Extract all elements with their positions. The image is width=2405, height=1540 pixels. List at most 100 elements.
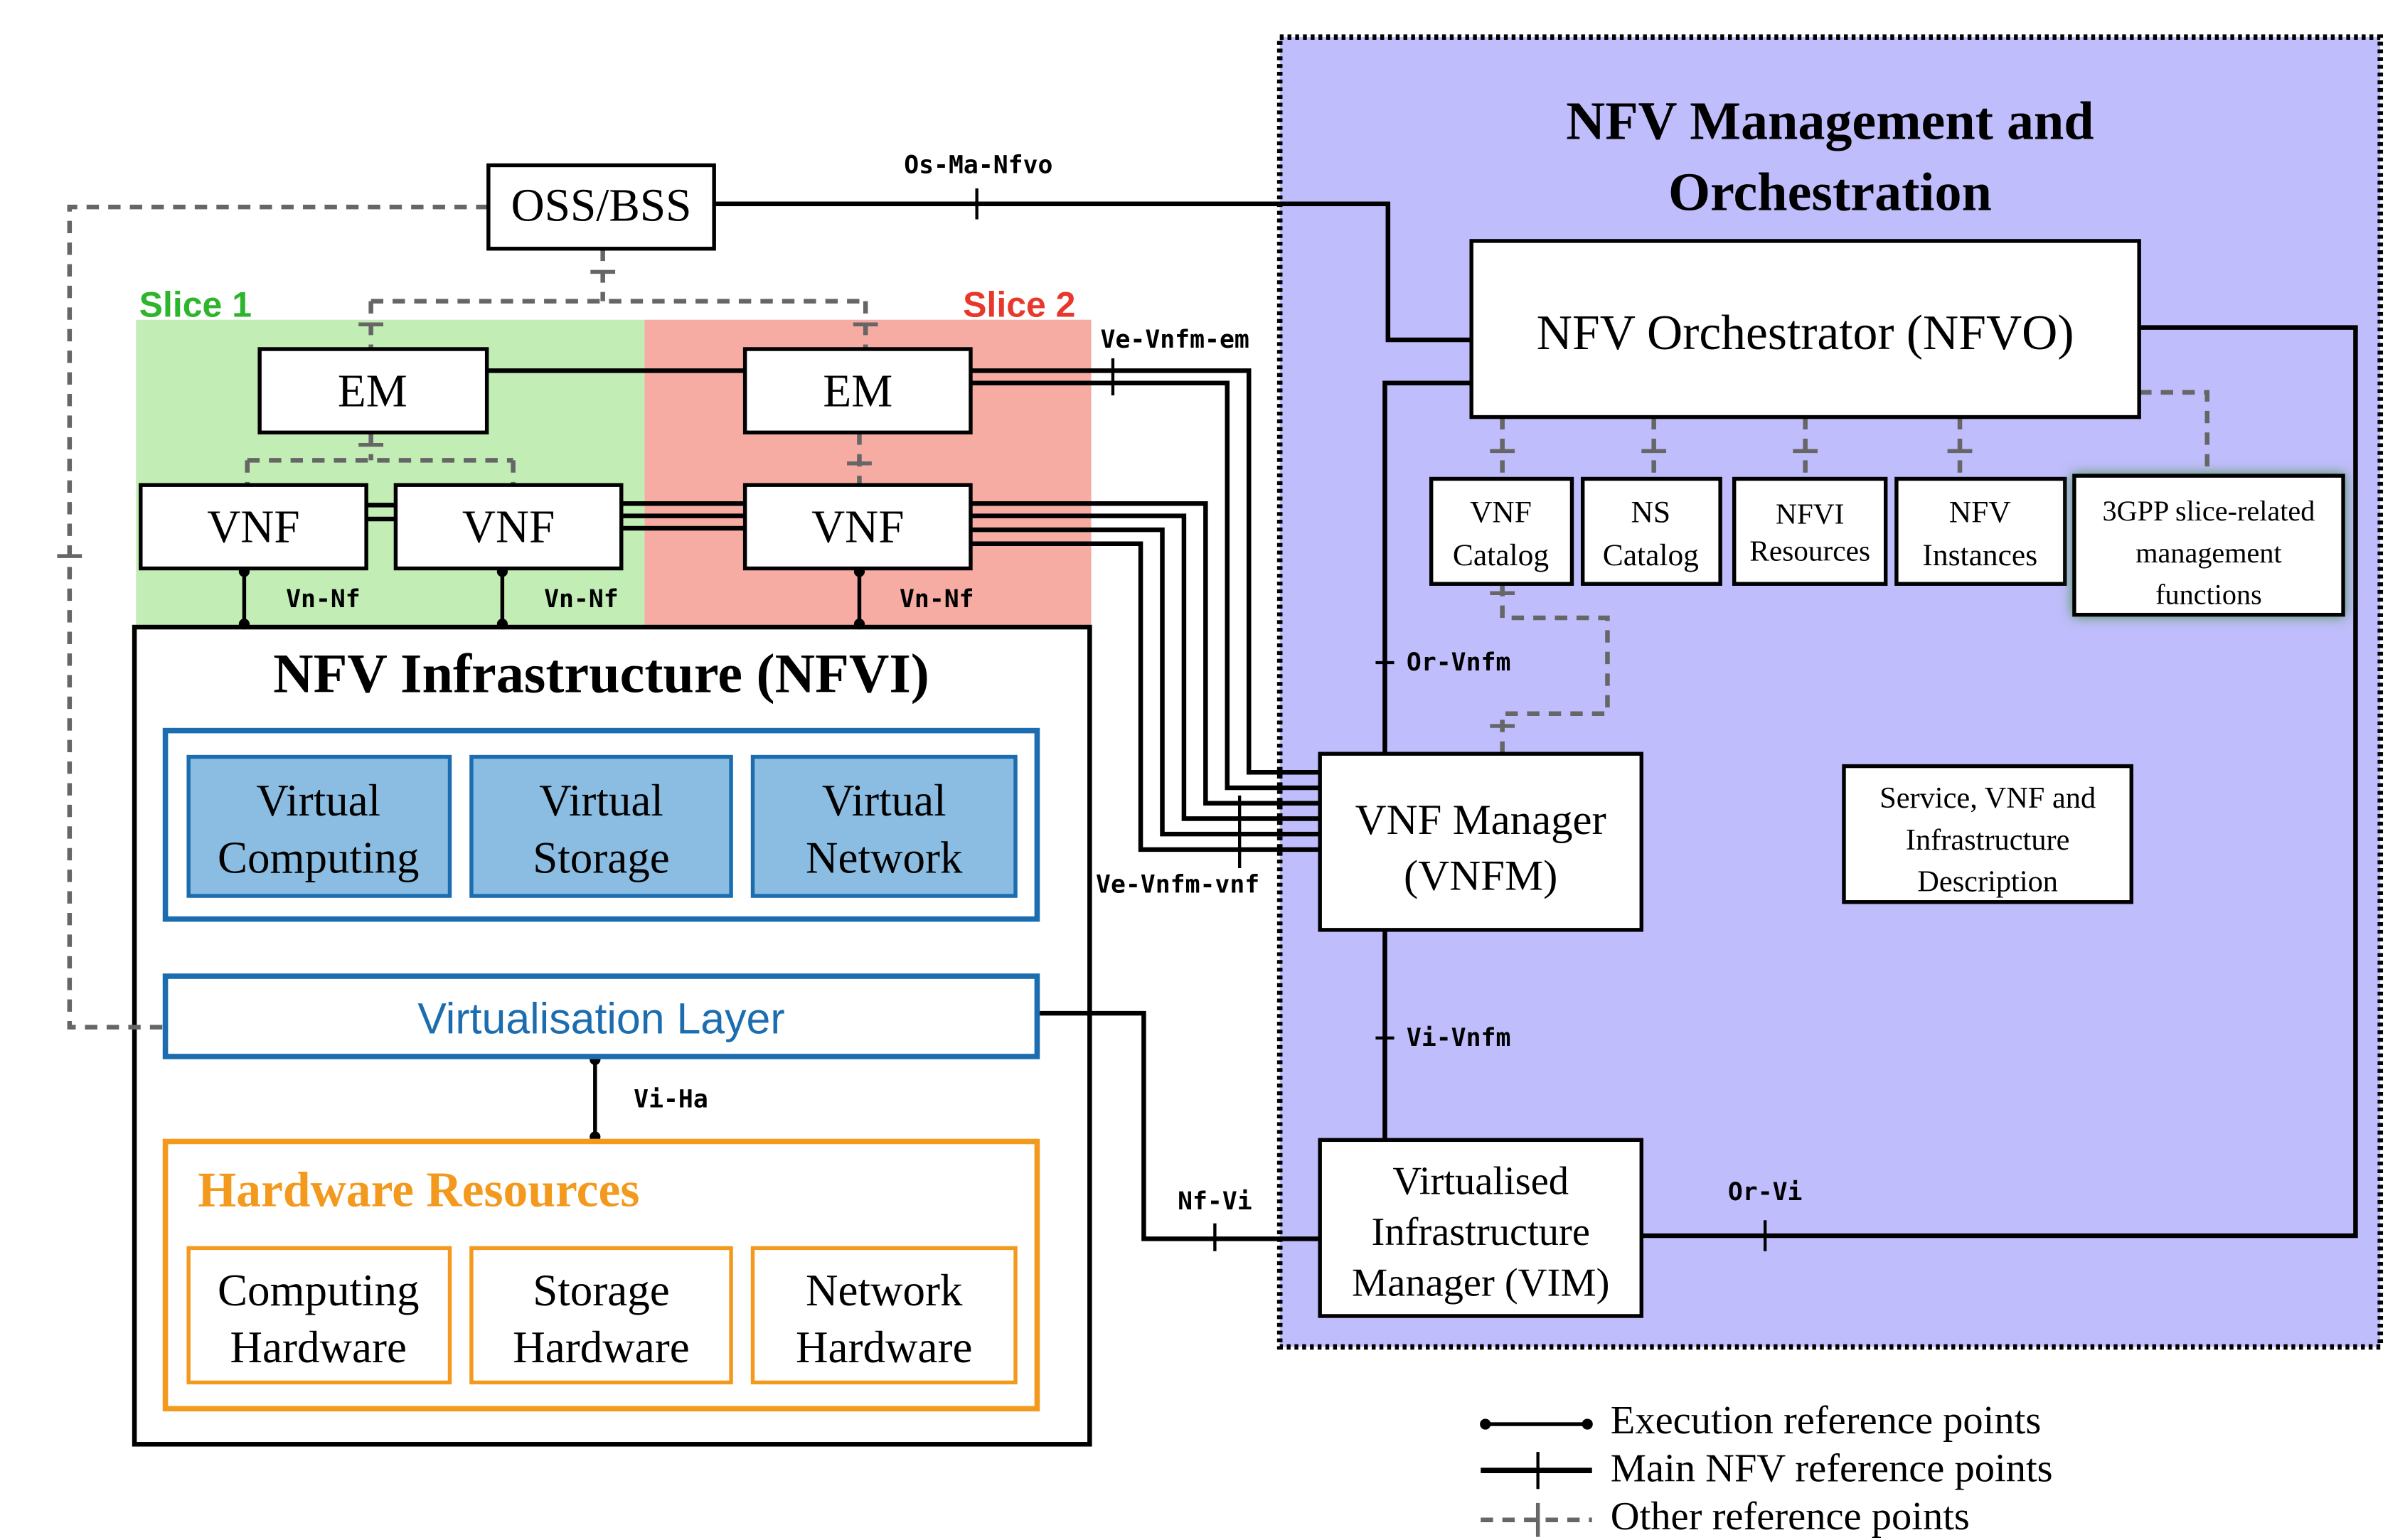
slice-management-label: 3GPP slice-related	[2103, 495, 2315, 527]
virtual-computing-box: Virtual Computing	[186, 754, 452, 898]
hardware-resources-title: Hardware Resources	[198, 1163, 639, 1218]
slice-2-label: Slice 2	[963, 284, 1075, 324]
nfvo-label: NFV Orchestrator (NFVO)	[1537, 306, 2074, 360]
vnf-catalog-label: Catalog	[1453, 538, 1549, 572]
em-label: EM	[338, 365, 407, 417]
oss-bss-label: OSS/BSS	[511, 181, 692, 232]
vi-ha-label: Vi-Ha	[634, 1086, 708, 1114]
vnf-label: VNF	[207, 502, 299, 553]
nfvi-resources-label: NFVI	[1776, 497, 1844, 530]
network-hardware-box: Network Hardware	[750, 1246, 1018, 1385]
legend-other-label: Other reference points	[1611, 1494, 1970, 1539]
vnf-box-slice-1-a: VNF	[139, 483, 368, 571]
virtualisation-layer-label: Virtualisation Layer	[417, 994, 784, 1042]
nf-vi-label: Nf-Vi	[1178, 1187, 1252, 1216]
main-reference-lines	[366, 188, 2358, 1251]
ns-catalog-label: Catalog	[1603, 538, 1699, 572]
vnf-box-slice-1-b: VNF	[393, 483, 624, 571]
nfvo-to-repositories-dashed-lines	[1500, 390, 2210, 479]
service-description-label: Infrastructure	[1906, 823, 2070, 857]
virtual-network-label: Network	[806, 833, 963, 882]
storage-hardware-box: Storage Hardware	[469, 1246, 733, 1385]
catalog-to-vnfm-dashed-line	[1500, 584, 1610, 754]
vim-label: Manager (VIM)	[1352, 1261, 1609, 1305]
vn-nf-dot	[853, 619, 865, 630]
virtual-storage-label: Storage	[533, 833, 669, 882]
legend-execution-item: Execution reference points	[1480, 1399, 2041, 1443]
ns-catalog-box: NS Catalog	[1580, 476, 1722, 586]
ve-vnfm-vnf-line-2	[970, 513, 1321, 821]
virtual-network-label: Virtual	[822, 776, 946, 825]
vn-nf-dot	[496, 619, 508, 630]
ve-vnfm-vnf-line-1	[970, 501, 1321, 806]
os-ma-nfvo-line	[714, 201, 1472, 343]
network-hardware-label: Network	[806, 1266, 963, 1315]
nfvi-title: NFV Infrastructure (NFVI)	[273, 642, 929, 704]
ns-catalog-label: NS	[1631, 495, 1671, 529]
vn-nf-label: Vn-Nf	[286, 585, 361, 614]
storage-hardware-label: Storage	[533, 1266, 669, 1315]
or-vnfm-line	[1382, 380, 1472, 754]
vnf-catalog-box: VNF Catalog	[1429, 476, 1574, 586]
legend-main-label: Main NFV reference points	[1611, 1446, 2053, 1490]
nf-vi-line	[1037, 1010, 1321, 1241]
nfvo-box: NFV Orchestrator (NFVO)	[1469, 239, 2141, 419]
em-label: EM	[823, 365, 892, 417]
virtual-resources-group	[162, 727, 1040, 922]
oss-bss-box: OSS/BSS	[486, 163, 716, 251]
legend-main-item: Main NFV reference points	[1481, 1446, 2053, 1490]
virtual-computing-label: Computing	[218, 833, 420, 882]
or-vi-label: Or-Vi	[1728, 1178, 1803, 1207]
slice-management-label: functions	[2155, 578, 2262, 610]
computing-hardware-label: Hardware	[230, 1322, 407, 1372]
or-vi-line	[1641, 325, 2358, 1239]
vnf-label: VNF	[811, 502, 904, 553]
os-ma-nfvo-label: Os-Ma-Nfvo	[904, 151, 1052, 179]
mano-title-line-2: Orchestration	[1668, 162, 1992, 222]
legend: Execution reference points Main NFV refe…	[1480, 1399, 2053, 1539]
vnf-label: VNF	[462, 502, 555, 553]
virtual-network-box: Virtual Network	[750, 754, 1018, 898]
slice-management-label: management	[2135, 537, 2281, 569]
legend-other-item: Other reference points	[1481, 1494, 1970, 1539]
slice-1-label: Slice 1	[139, 284, 252, 324]
vn-nf-label: Vn-Nf	[900, 585, 974, 614]
vn-nf-dot	[238, 619, 250, 630]
virtual-storage-box: Virtual Storage	[469, 754, 733, 898]
em-box-slice-2: EM	[742, 347, 973, 435]
other-reference-lines	[57, 204, 2210, 1030]
ve-vnfm-em-line-2	[970, 380, 1321, 791]
vim-box: Virtualised Infrastructure Manager (VIM)	[1318, 1138, 1643, 1318]
slice-management-box: 3GPP slice-related management functions	[2072, 474, 2345, 617]
nfvi-resources-box: NFVI Resources	[1732, 476, 1888, 586]
service-description-label: Description	[1917, 865, 2058, 899]
ve-vnfm-em-label: Ve-Vnfm-em	[1101, 326, 1249, 354]
nfv-instances-box: NFV Instances	[1894, 476, 2067, 586]
legend-execution-label: Execution reference points	[1611, 1399, 2041, 1443]
vim-label: Virtualised	[1392, 1159, 1569, 1203]
oss-to-em-dashed-line	[368, 248, 868, 349]
mano-title-line-1: NFV Management and	[1566, 92, 2094, 151]
vnfm-box: VNF Manager (VNFM)	[1318, 752, 1643, 932]
vn-nf-label: Vn-Nf	[544, 585, 619, 614]
vnfm-label: VNF Manager	[1355, 796, 1606, 844]
vim-label: Infrastructure	[1372, 1210, 1590, 1254]
service-description-box: Service, VNF and Infrastructure Descript…	[1842, 764, 2134, 904]
computing-hardware-box: Computing Hardware	[186, 1246, 452, 1385]
vi-vnfm-label: Vi-Vnfm	[1407, 1024, 1510, 1052]
legend-execution-dot	[1582, 1418, 1593, 1430]
em-to-vnf-dashed-line	[245, 432, 516, 486]
em-box-slice-1: EM	[257, 347, 489, 435]
storage-hardware-label: Hardware	[513, 1322, 689, 1372]
ve-vnfm-em-line-1	[970, 368, 1321, 775]
vnf-box-slice-2: VNF	[742, 483, 973, 571]
ve-vnfm-vnf-line-4	[970, 541, 1321, 852]
ve-vnfm-vnf-label: Ve-Vnfm-vnf	[1096, 871, 1259, 899]
service-description-label: Service, VNF and	[1879, 781, 2096, 815]
vnf-catalog-label: VNF	[1470, 495, 1532, 529]
network-hardware-label: Hardware	[796, 1322, 972, 1372]
virtual-computing-label: Virtual	[256, 776, 380, 825]
virtualisation-layer-box: Virtualisation Layer	[162, 973, 1040, 1059]
legend-execution-dot	[1480, 1418, 1491, 1430]
